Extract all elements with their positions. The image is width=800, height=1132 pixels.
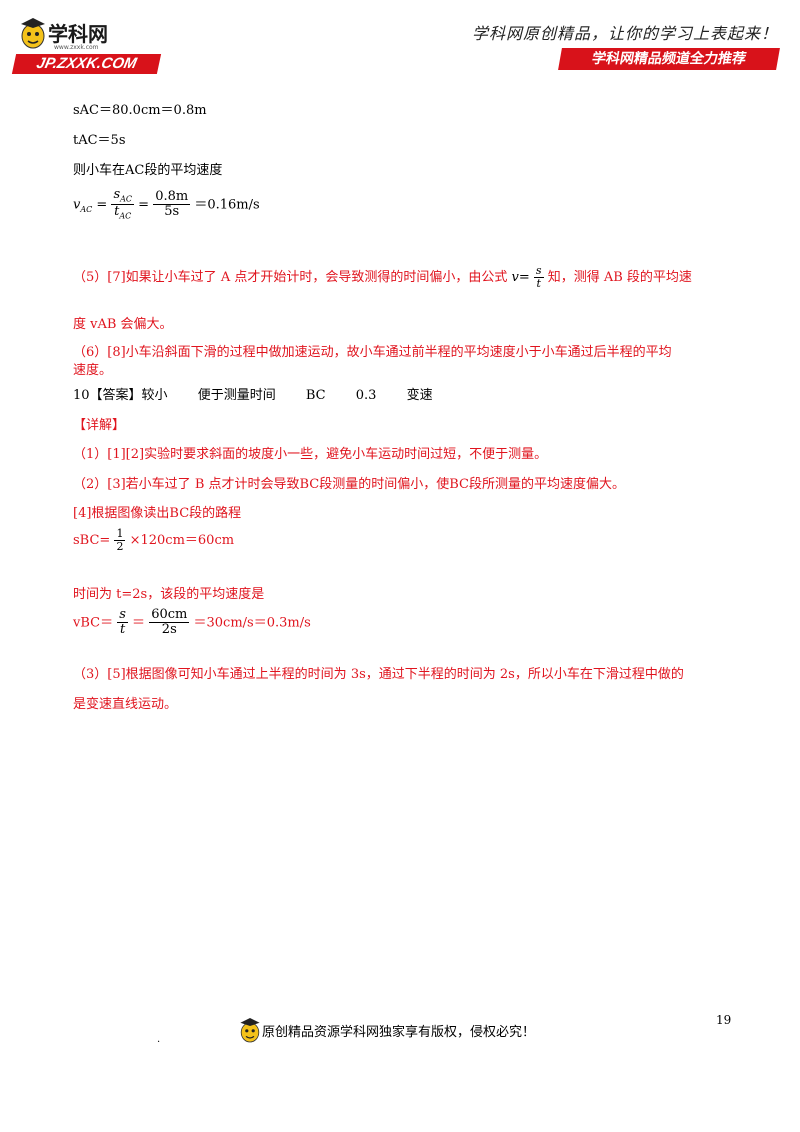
text-line: 是变速直线运动。 (73, 697, 178, 712)
footer-text: 原创精品资源学科网独家享有版权，侵权必究！ (262, 1024, 536, 1040)
text-line: 时间为 t=2s，该段的平均速度是 (73, 587, 265, 602)
channel-banner: 学科网精品频道全力推荐 (558, 48, 780, 70)
footer: 原创精品资源学科网独家享有版权，侵权必究！ (238, 1016, 535, 1044)
page-number: 19 (716, 1013, 732, 1027)
mascot-icon (21, 18, 45, 49)
header-slogan: 学科网原创精品，让你的学习上表起来！ (471, 24, 778, 43)
text-line: sAC＝80.0cm＝0.8m (73, 103, 207, 118)
mascot-icon (240, 1018, 260, 1043)
header-logo: 学科网 www.zxxk.com JP.ZXXK.COM (11, 14, 164, 74)
text-line: 度 vAB 会偏大。 (73, 317, 173, 332)
text-line: 速度。 (73, 363, 113, 378)
text-line: [4]根据图像读出BC段的路程 (73, 506, 242, 521)
text-line: （3）[5]根据图像可知小车通过上半程的时间为 3s，通过下半程的时间为 2s，… (73, 667, 684, 682)
text-line: 则小车在AC段的平均速度 (73, 163, 223, 178)
logo-text: 学科网 (48, 22, 108, 46)
text-line: （2）[3]若小车过了 B 点才计时会导致BC段测量的时间偏小，使BC段所测量的… (73, 477, 625, 492)
detail-heading: 【详解】 (73, 418, 126, 433)
footer-dot: . (157, 1034, 161, 1045)
answer-line: 10【答案】较小 便于测量时间 BC 0.3 变速 (73, 388, 433, 403)
text-line: tAC＝5s (73, 133, 126, 148)
text-line: （1）[1][2]实验时要求斜面的坡度小一些，避免小车运动时间过短，不便于测量。 (73, 447, 548, 462)
logo-banner: JP.ZXXK.COM (11, 54, 162, 74)
text-line: （6）[8]小车沿斜面下滑的过程中做加速运动，故小车通过前半程的平均速度小于小车… (73, 345, 672, 360)
paragraph-5: （5）[7]如果让小车过了 A 点才开始计时，会导致测得的时间偏小，由公式 v=… (73, 264, 692, 291)
logo-sub: www.zxxk.com (54, 44, 99, 51)
